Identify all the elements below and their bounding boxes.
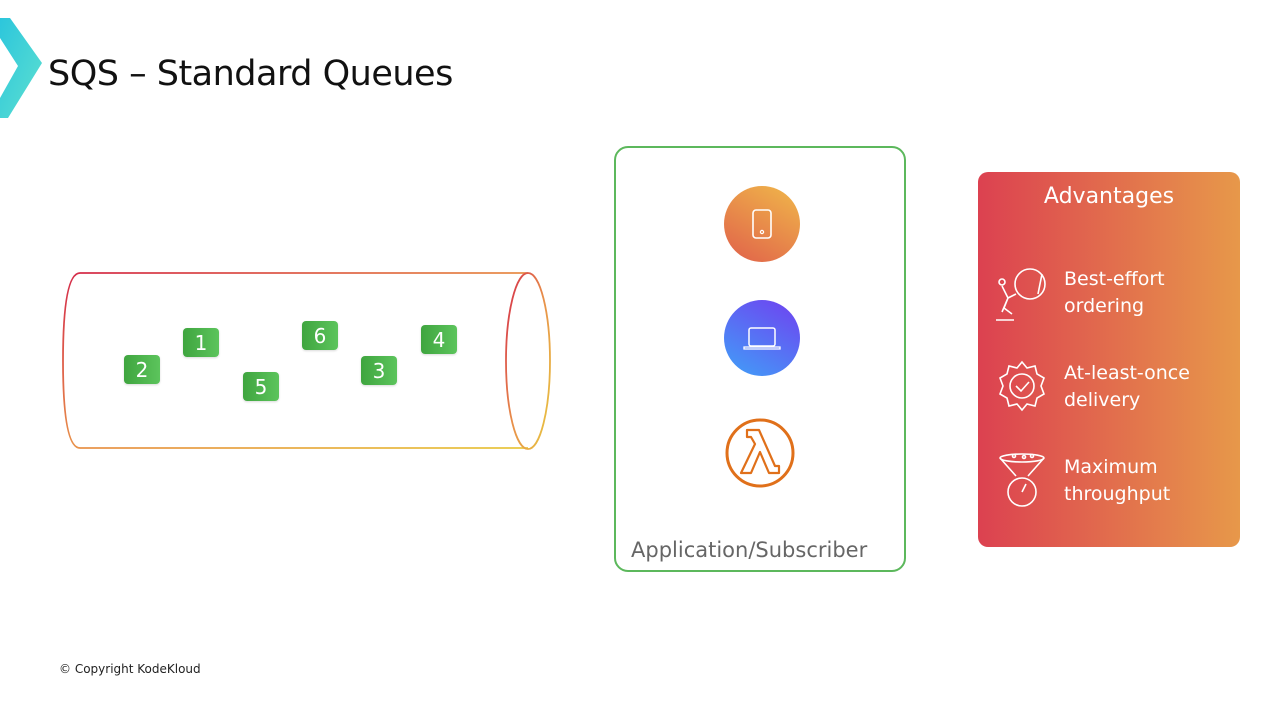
advantages-title: Advantages xyxy=(1043,184,1175,209)
logo-chevron-icon xyxy=(0,18,42,118)
laptop-icon xyxy=(724,300,800,376)
advantage-item: Maximum throughput xyxy=(994,452,1224,510)
queue-message: 2 xyxy=(124,355,160,384)
pushing-boulder-icon xyxy=(996,268,1046,321)
subscriber-label: Application/Subscriber xyxy=(631,538,868,562)
page-title: SQS – Standard Queues xyxy=(48,54,453,94)
advantage-label: Maximum throughput xyxy=(1064,456,1171,505)
queue-message: 5 xyxy=(243,372,279,401)
advantages-panel: Advantages Best-effort ordering At-least… xyxy=(978,172,1240,547)
queue-message: 6 xyxy=(302,321,338,350)
subscriber-box: Application/Subscriber xyxy=(614,146,906,572)
advantage-item: At-least-once delivery xyxy=(994,358,1224,416)
lambda-icon xyxy=(725,418,795,488)
queue-cylinder xyxy=(62,272,551,450)
advantage-item: Best-effort ordering xyxy=(994,264,1224,322)
copyright: © Copyright KodeKloud xyxy=(59,662,201,676)
queue-message: 4 xyxy=(421,325,457,354)
queue-message: 3 xyxy=(361,356,397,385)
queue-message: 1 xyxy=(183,328,219,357)
mobile-icon xyxy=(724,186,800,262)
advantage-label: Best-effort ordering xyxy=(1064,268,1165,317)
funnel-gauge-icon xyxy=(999,453,1045,507)
advantage-label: At-least-once delivery xyxy=(1064,362,1190,411)
badge-check-icon xyxy=(999,360,1045,412)
